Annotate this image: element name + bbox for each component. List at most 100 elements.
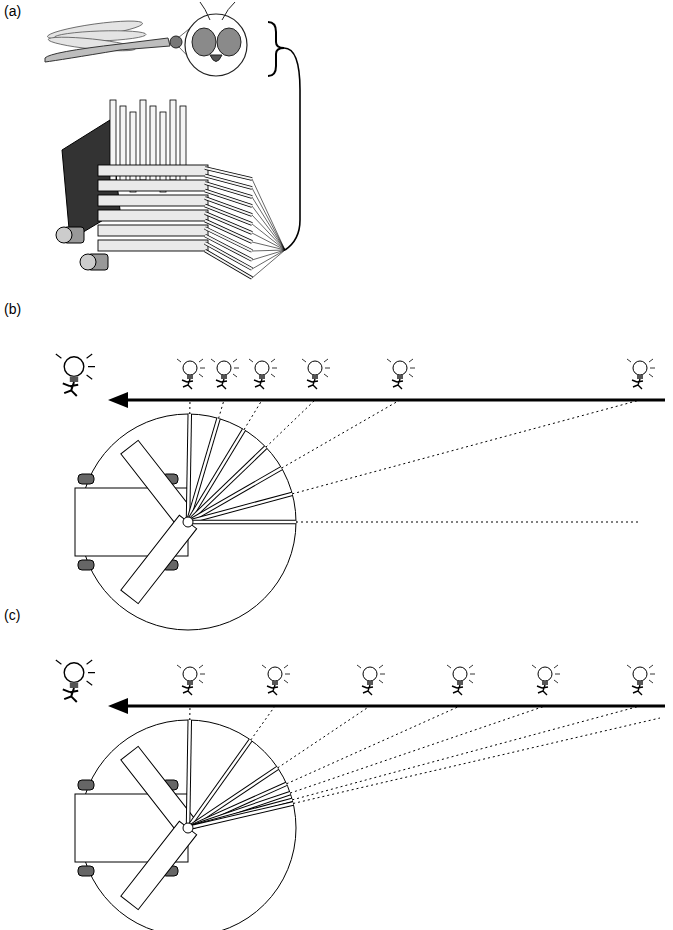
robot-wheel <box>78 474 94 484</box>
sensor-ray <box>188 494 292 522</box>
bulb-figure <box>307 379 318 389</box>
bulb-figure <box>362 685 373 695</box>
sight-line <box>287 706 460 784</box>
arrow-head <box>108 392 128 408</box>
bulb-glass <box>453 667 467 681</box>
device-knob <box>80 254 96 270</box>
bulb-glow <box>262 665 290 683</box>
bulb-glass <box>64 663 84 683</box>
panel-label: (a) <box>4 4 21 19</box>
sensor-ray <box>188 803 293 828</box>
pivot <box>183 517 193 527</box>
bulb-figure <box>452 685 463 695</box>
insect-face <box>210 55 222 62</box>
bulb-glow <box>447 665 475 683</box>
sight-line <box>251 706 275 740</box>
device-plate <box>98 225 208 236</box>
bulb-base <box>70 682 78 688</box>
bulb-glow <box>302 359 330 377</box>
fan-line <box>252 250 285 251</box>
bulb-glow <box>532 665 560 683</box>
bulb-base <box>542 681 548 685</box>
sensor-ray <box>188 800 292 828</box>
bulb-base <box>367 681 373 685</box>
sight-line <box>219 400 224 418</box>
bulb-base <box>259 375 265 379</box>
sight-line <box>296 522 640 523</box>
bulb-glass <box>393 361 407 375</box>
robot-panel <box>56 660 665 930</box>
sight-line <box>244 400 262 430</box>
sensor-arm <box>121 440 197 528</box>
robot-wheel <box>78 866 94 876</box>
bulb-base <box>637 681 643 685</box>
bulb-figure <box>182 685 193 695</box>
light-bulb-icon <box>532 665 560 695</box>
zoom-circle <box>185 14 247 76</box>
sensor-ray <box>188 414 190 522</box>
fiber-tube <box>205 183 252 197</box>
bulb-glow <box>56 354 95 379</box>
bulb-glow <box>211 359 239 377</box>
pivot <box>183 823 193 833</box>
bulb-glow <box>56 660 95 685</box>
light-bulb-icon <box>627 359 655 389</box>
fiber-tube <box>205 191 252 207</box>
bulb-glow <box>177 665 205 683</box>
antenna <box>200 2 235 20</box>
bulb-base <box>397 375 403 379</box>
bulb-glass <box>183 667 197 681</box>
sensor-ray <box>188 494 292 522</box>
bulb-figure <box>267 685 278 695</box>
bracket <box>268 22 284 76</box>
bulb-base <box>187 375 193 379</box>
light-bulb-icon <box>249 359 277 389</box>
bulb-base <box>457 681 463 685</box>
fan-line <box>252 188 285 250</box>
bulb-glass <box>255 361 269 375</box>
device-plate <box>98 240 208 251</box>
bulb-glass <box>217 361 231 375</box>
bulb-glow <box>387 359 415 377</box>
sensor-ray <box>188 414 190 522</box>
fan-line <box>252 206 285 250</box>
panel-label: (c) <box>4 608 20 623</box>
arrow-head <box>108 698 128 714</box>
robot-panel <box>56 354 665 630</box>
light-bulb-icon <box>447 665 475 695</box>
bulb-base <box>272 681 278 685</box>
bulb-figure <box>182 379 193 389</box>
panel-a <box>45 2 300 278</box>
bulb-glass <box>308 361 322 375</box>
sensor-arm <box>121 746 197 834</box>
motion-arrow <box>122 399 665 402</box>
fan-line <box>252 250 285 260</box>
bulb-figure <box>632 685 643 695</box>
sensor-ray <box>188 468 282 522</box>
bulb-figure <box>63 382 78 396</box>
sensor-ray <box>188 520 296 525</box>
fan-line <box>252 233 285 250</box>
sight-line <box>189 400 190 414</box>
wire <box>284 48 300 250</box>
sight-line <box>293 718 660 803</box>
light-bulb-icon <box>56 660 95 702</box>
device-plate <box>98 195 208 206</box>
bulb-figure <box>392 379 403 389</box>
bulb-figure <box>632 379 643 389</box>
bulb-glass <box>363 667 377 681</box>
fan-line <box>252 242 285 250</box>
sight-line <box>292 706 640 800</box>
bulb-glass <box>538 667 552 681</box>
sight-line <box>266 400 315 447</box>
bulb-glow <box>627 665 655 683</box>
robot-wheel <box>78 780 94 790</box>
light-bulb-icon <box>387 359 415 389</box>
sight-line <box>292 400 640 494</box>
light-bulb-icon <box>177 665 205 695</box>
light-bulb-icon <box>56 354 95 396</box>
device-plate <box>98 210 208 221</box>
compound-eye <box>217 28 241 56</box>
light-bulb-icon <box>177 359 205 389</box>
